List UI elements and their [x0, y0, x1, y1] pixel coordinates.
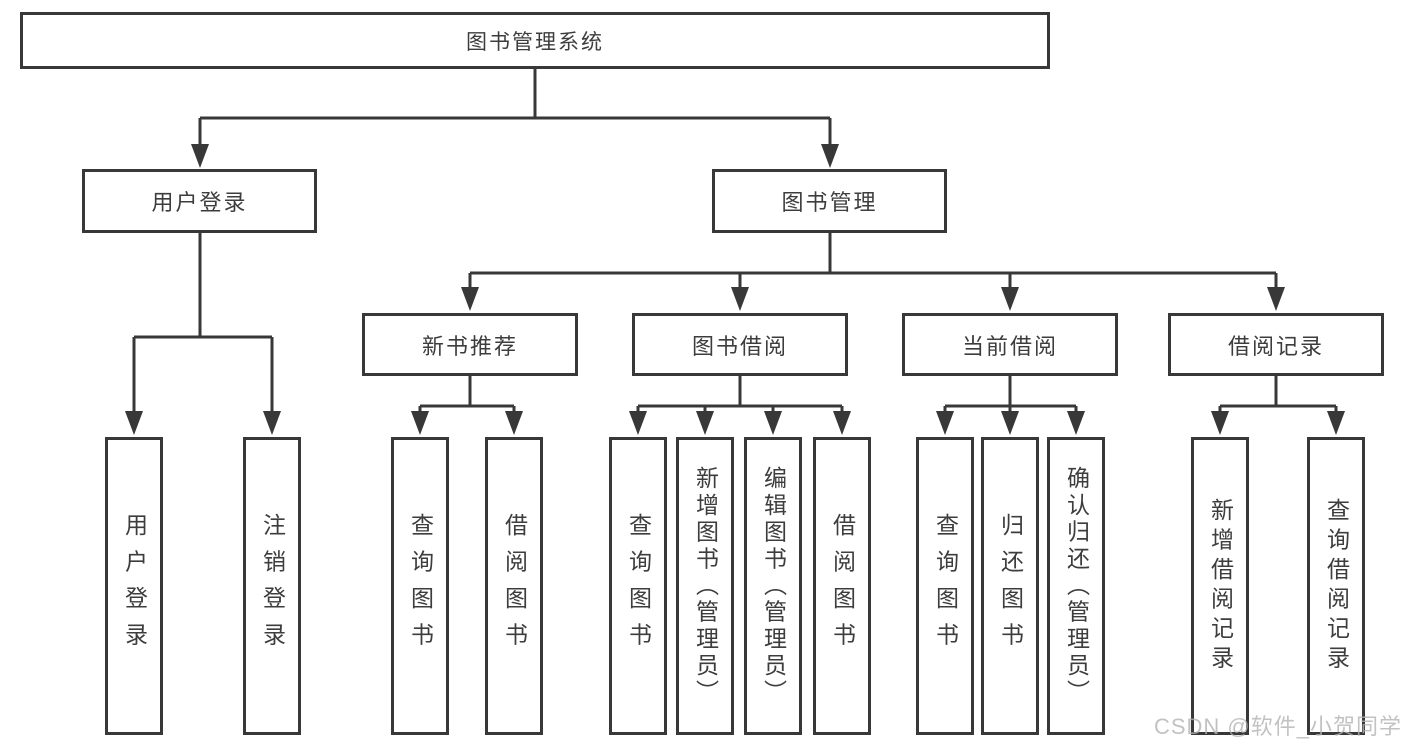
node-current-borrow: 当前借阅 — [902, 313, 1118, 376]
leaf-label: 新增借阅记录 — [1207, 497, 1234, 675]
csdn-watermark: CSDN @软件_小贺同学 — [1153, 714, 1402, 739]
node-label: 图书管理 — [781, 190, 878, 215]
leaf-label: 归还图书 — [997, 513, 1024, 659]
node-label: 图书管理系统 — [466, 30, 604, 54]
leaf-label: 查询图书 — [407, 513, 434, 659]
node-label: 当前借阅 — [961, 333, 1058, 359]
leaf-add-borrow-record: 新增借阅记录 — [1191, 437, 1249, 735]
leaf-edit-books-admin: 编辑图书（管理员） — [744, 437, 802, 735]
leaf-add-books-admin: 新增图书（管理员） — [676, 437, 734, 735]
leaf-label: 借阅图书 — [829, 513, 856, 659]
node-label: 新书推荐 — [421, 333, 518, 359]
leaf-label: 查询借阅记录 — [1323, 497, 1350, 675]
leaf-label: 新增图书（管理员） — [692, 465, 719, 707]
node-label: 图书借阅 — [691, 333, 788, 359]
leaf-confirm-return-admin: 确认归还（管理员） — [1047, 437, 1105, 735]
leaf-return-books: 归还图书 — [981, 437, 1039, 735]
node-library-management-system: 图书管理系统 — [20, 12, 1050, 69]
node-label: 借阅记录 — [1227, 333, 1324, 359]
node-new-book-recommend: 新书推荐 — [362, 313, 578, 376]
node-book-borrow: 图书借阅 — [632, 313, 848, 376]
leaf-label: 确认归还（管理员） — [1063, 465, 1090, 707]
node-user-login: 用户登录 — [82, 169, 317, 233]
leaf-label: 查询图书 — [932, 513, 959, 659]
leaf-user-login: 用户登录 — [105, 437, 163, 735]
leaf-label: 用户登录 — [121, 513, 148, 659]
leaf-query-books-borrow: 查询图书 — [609, 437, 667, 735]
leaf-borrow-books: 借阅图书 — [813, 437, 871, 735]
arrowhead-icons — [125, 144, 1345, 435]
node-borrow-records: 借阅记录 — [1168, 313, 1384, 376]
leaf-logout: 注销登录 — [243, 437, 301, 735]
leaf-query-books-current: 查询图书 — [916, 437, 974, 735]
leaf-label: 注销登录 — [259, 513, 286, 659]
node-book-management: 图书管理 — [712, 169, 947, 233]
node-label: 用户登录 — [151, 190, 248, 215]
leaf-borrow-books-recommend: 借阅图书 — [485, 437, 543, 735]
leaf-label: 编辑图书（管理员） — [760, 465, 787, 707]
leaf-query-books-recommend: 查询图书 — [391, 437, 449, 735]
leaf-label: 借阅图书 — [501, 513, 528, 659]
leaf-query-borrow-record: 查询借阅记录 — [1307, 437, 1365, 735]
leaf-label: 查询图书 — [625, 513, 652, 659]
